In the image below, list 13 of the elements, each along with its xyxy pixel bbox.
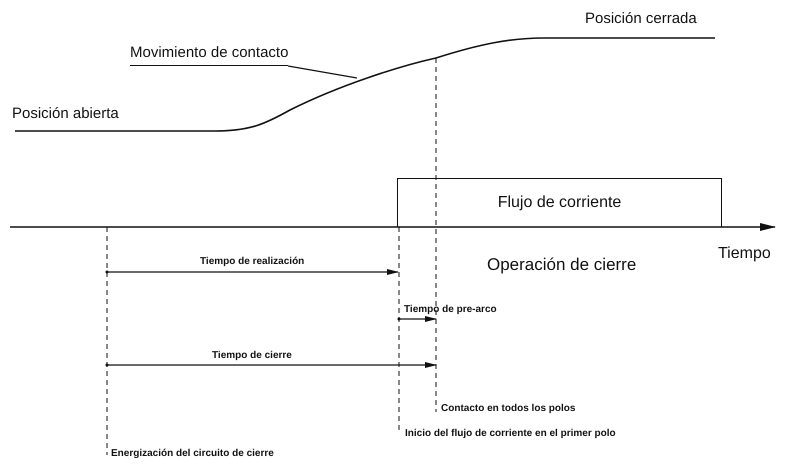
operation-title: Operación de cierre	[487, 256, 636, 275]
current-flow-box: Flujo de corriente	[397, 178, 722, 227]
interval-label: Tiempo de cierre	[212, 350, 292, 361]
state-label: Posición cerrada	[585, 11, 697, 28]
axis-label: Tiempo	[718, 245, 771, 263]
interval-label: Tiempo de realización	[200, 256, 304, 267]
event-label: Inicio del flujo de corriente en el primer polo	[405, 428, 616, 439]
event-label: Energización del circuito de cierre	[111, 448, 274, 459]
interval-label: Tiempo de pre-arco	[404, 304, 497, 315]
event-label: Contacto en todos los polos	[441, 403, 576, 414]
state-label: Posición abierta	[12, 106, 119, 122]
contact-motion-curve	[15, 37, 715, 132]
leader-line	[288, 65, 358, 79]
